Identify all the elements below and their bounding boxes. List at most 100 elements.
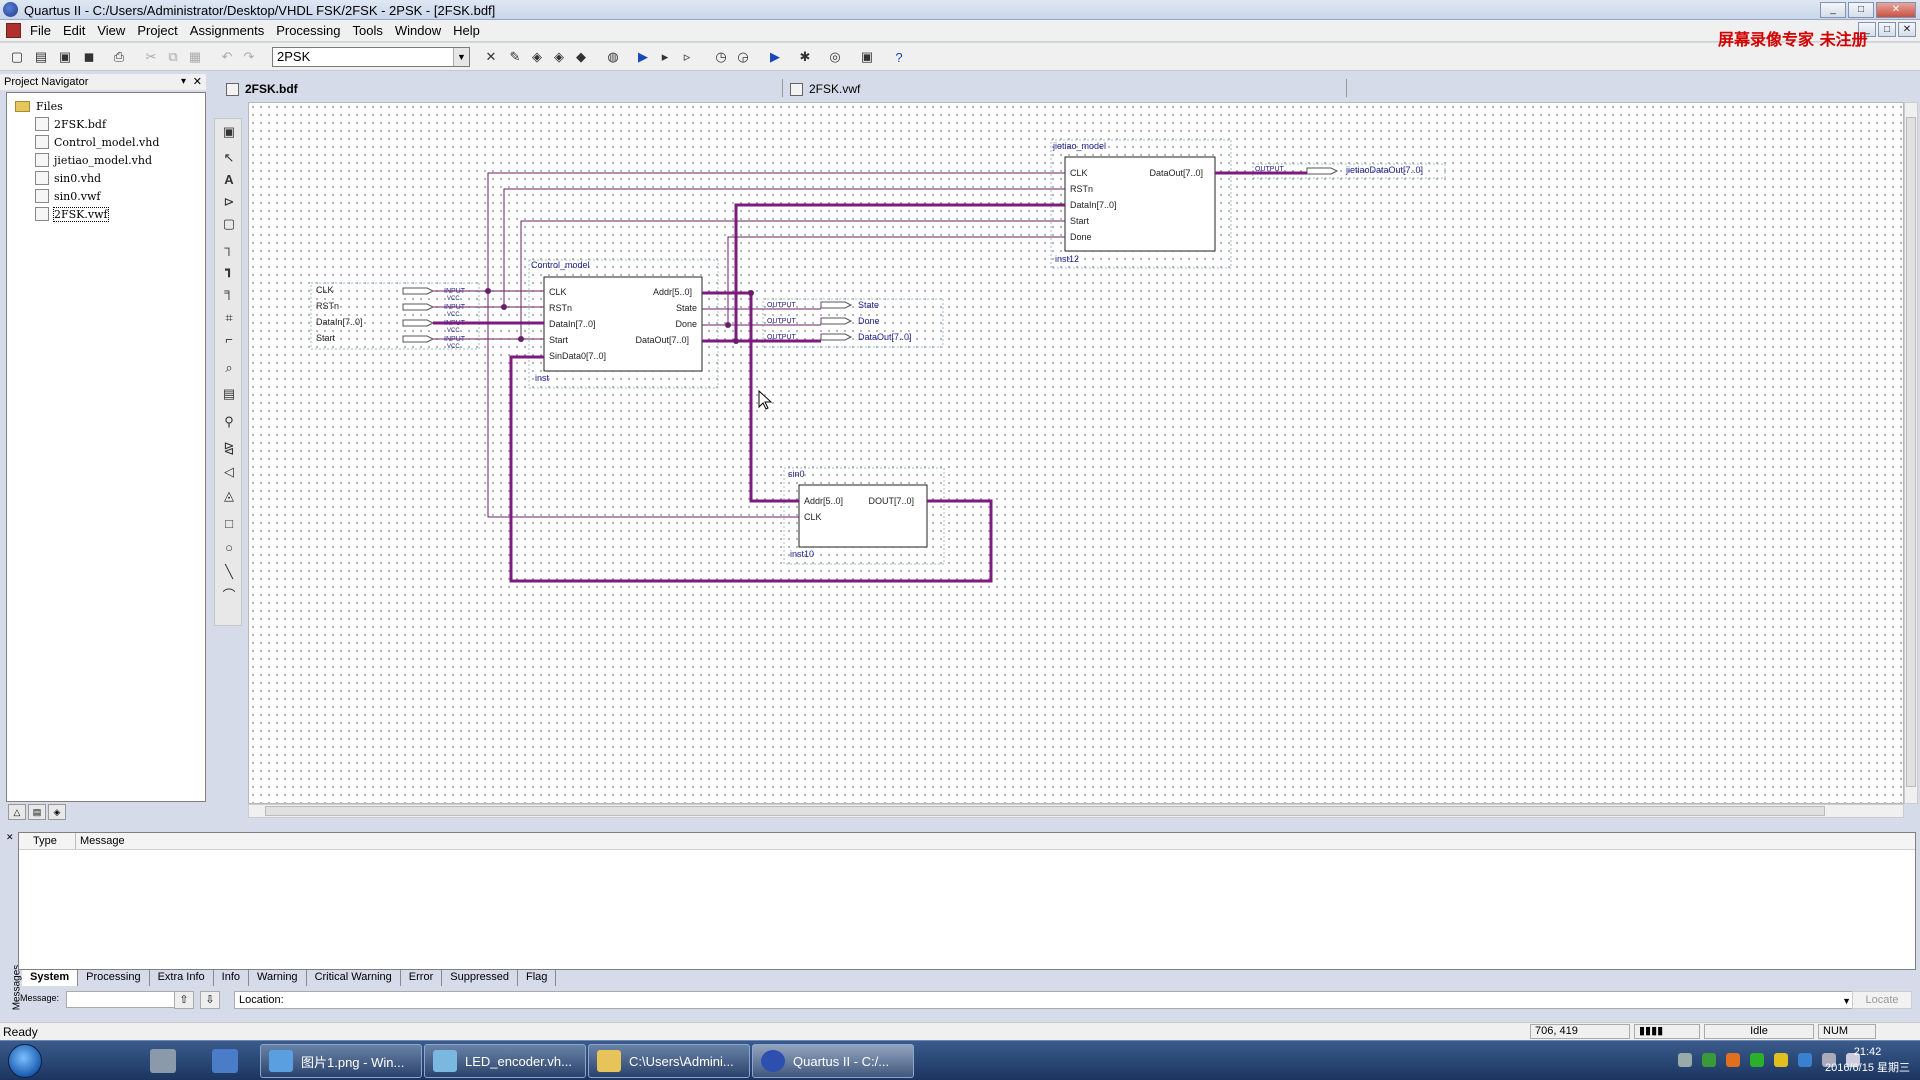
menu-file[interactable]: File xyxy=(30,23,51,38)
print-icon[interactable]: ⎙ xyxy=(113,49,125,64)
column-type[interactable]: Type xyxy=(33,835,57,847)
output-pin-jietiao[interactable]: OUTPUT jietiaoDataOut[7..0] xyxy=(1252,163,1446,179)
update-icon[interactable] xyxy=(1750,1053,1764,1067)
stop-icon[interactable]: ◍ xyxy=(607,49,619,64)
full-screen-icon[interactable]: ▤ xyxy=(222,386,236,401)
scroll-thumb[interactable] xyxy=(265,806,1825,816)
file-item-control-model[interactable]: Control_model.vhd xyxy=(15,133,159,151)
tab-error[interactable]: Error xyxy=(401,970,443,986)
location-field[interactable]: Location: ▼ xyxy=(234,991,1854,1009)
files-folder[interactable]: Files xyxy=(15,97,159,115)
tab-flag[interactable]: Flag xyxy=(518,970,557,986)
file-item-sin0-vhd[interactable]: sin0.vhd xyxy=(15,169,159,187)
start-button[interactable] xyxy=(8,1044,42,1078)
save-icon[interactable]: ▣ xyxy=(58,49,72,64)
scroll-thumb[interactable] xyxy=(1906,117,1916,787)
quartus-app-icon[interactable] xyxy=(3,2,18,17)
symbol-tool-icon[interactable]: ⊳ xyxy=(223,194,235,209)
rectangle-tool-icon[interactable]: □ xyxy=(225,516,233,531)
programmer-icon[interactable]: ◎ xyxy=(829,49,841,64)
tab-system[interactable]: System xyxy=(22,970,79,986)
input-pin-clk[interactable]: CLK INPUT VCC xyxy=(316,285,466,302)
save-all-icon[interactable]: ◼ xyxy=(83,49,95,64)
control-model-block[interactable]: Control_model CLK RSTn DataIn[7..0] Star… xyxy=(528,259,719,389)
tab-info[interactable]: Info xyxy=(214,970,249,986)
close-icon[interactable]: ✕ xyxy=(6,832,14,842)
file-item-sin0-vwf[interactable]: sin0.vwf xyxy=(15,187,159,205)
output-pin-state[interactable]: OUTPUT State xyxy=(767,300,879,310)
find-icon[interactable]: ⚲ xyxy=(224,414,234,429)
project-combo[interactable]: 2PSK ▼ xyxy=(272,47,470,67)
partial-line-icon[interactable]: ⌐ xyxy=(225,332,233,347)
files-tab-icon[interactable]: ▤ xyxy=(28,804,46,820)
clock[interactable]: 21:42 2016/6/15 星期三 xyxy=(1825,1044,1910,1076)
doc-minimize-button[interactable]: _ xyxy=(1858,22,1876,37)
close-button[interactable]: ✕ xyxy=(1876,2,1916,18)
tab-extra-info[interactable]: Extra Info xyxy=(150,970,214,986)
zoom-icon[interactable]: ⌕ xyxy=(225,360,233,375)
detach-window-icon[interactable]: ▣ xyxy=(222,124,236,139)
timing-analyzer-icon[interactable]: ▹ xyxy=(683,49,691,64)
analysis-icon[interactable]: ◈ xyxy=(532,49,542,64)
menu-project[interactable]: Project xyxy=(137,23,178,38)
dropdown-icon[interactable]: ▾ xyxy=(180,76,186,87)
file-item-2fsk-bdf[interactable]: 2FSK.bdf xyxy=(15,115,159,133)
close-icon[interactable]: ✕ xyxy=(192,76,202,88)
keyboard-icon[interactable] xyxy=(1678,1053,1692,1067)
orthogonal-node-icon[interactable]: ┐ xyxy=(224,240,234,255)
compare-icon[interactable]: ✕ xyxy=(485,49,497,64)
simulator-icon[interactable]: ◷ xyxy=(715,49,727,64)
sin0-block[interactable]: sin0 Addr[5..0] CLK DOUT[7..0] inst10 xyxy=(783,467,945,565)
shield-icon[interactable] xyxy=(1702,1053,1716,1067)
volume-icon[interactable] xyxy=(1846,1053,1860,1067)
doc-close-button[interactable]: ✕ xyxy=(1898,22,1916,37)
menu-view[interactable]: View xyxy=(97,23,126,38)
taskbar-item-quartus[interactable]: Quartus II - C:/... xyxy=(752,1044,914,1078)
input-pin-datain[interactable]: DataIn[7..0] INPUT VCC xyxy=(316,317,466,334)
column-message[interactable]: Message xyxy=(75,833,125,849)
window-switch-icon[interactable] xyxy=(212,1049,238,1073)
redo-icon[interactable]: ↷ xyxy=(243,49,255,64)
file-item-jietiao-model[interactable]: jietiao_model.vhd xyxy=(15,151,159,169)
menu-assignments[interactable]: Assignments xyxy=(189,23,265,38)
orthogonal-bus-icon[interactable]: ┓ xyxy=(225,262,233,277)
design-units-tab-icon[interactable]: ◈ xyxy=(48,804,66,820)
bluetooth-icon[interactable] xyxy=(1798,1053,1812,1067)
security-icon[interactable] xyxy=(1726,1053,1740,1067)
start-compilation-icon[interactable]: ▶ xyxy=(638,49,648,64)
help-icon[interactable]: ? xyxy=(895,49,903,65)
file-item-2fsk-vwf[interactable]: 2FSK.vwf xyxy=(15,205,159,223)
tab-processing[interactable]: Processing xyxy=(78,970,150,986)
menu-processing[interactable]: Processing xyxy=(276,23,341,38)
restore-button[interactable]: □ xyxy=(1848,2,1874,18)
menu-window[interactable]: Window xyxy=(394,23,442,38)
block-tool-icon[interactable]: ▢ xyxy=(222,216,236,231)
timing-icon[interactable]: ◶ xyxy=(737,49,749,64)
selection-tool-icon[interactable]: ↖ xyxy=(223,150,235,165)
document-icon[interactable] xyxy=(6,23,21,38)
flip-horizontal-icon[interactable]: ⧎ xyxy=(223,440,235,455)
horizontal-scrollbar[interactable] xyxy=(248,804,1904,818)
tab-warning[interactable]: Warning xyxy=(249,970,307,986)
arrow-up-icon[interactable]: ⇧ xyxy=(174,991,194,1009)
jietiao-model-block[interactable]: jietiao_model CLK RSTn DataIn[7..0] Star… xyxy=(1050,139,1232,269)
doc-restore-button[interactable]: □ xyxy=(1878,22,1896,37)
block-diagram-canvas[interactable]: .thin { stroke: #6a1e6a; stroke-width: 1… xyxy=(248,102,1904,804)
tab-2fsk-vwf[interactable]: 2FSK.vwf xyxy=(790,79,860,99)
chevron-down-icon[interactable]: ▼ xyxy=(453,48,469,66)
rubberbanding-icon[interactable]: ⌗ xyxy=(225,310,233,325)
input-pin-rstn[interactable]: RSTn INPUT VCC xyxy=(316,301,466,318)
new-file-icon[interactable]: ▢ xyxy=(10,49,24,64)
rtl-viewer-icon[interactable]: ▣ xyxy=(860,49,874,64)
hierarchy-tab-icon[interactable]: △ xyxy=(8,804,26,820)
minimize-button[interactable]: _ xyxy=(1820,2,1846,18)
analysis-elab-icon[interactable]: ▸ xyxy=(661,49,669,64)
taskbar-item-explorer[interactable]: C:\Users\Admini... xyxy=(588,1044,750,1078)
open-folder-icon[interactable]: ▤ xyxy=(34,49,48,64)
copy-icon[interactable]: ⧉ xyxy=(168,49,178,64)
arrow-down-icon[interactable]: ⇩ xyxy=(200,991,220,1009)
display-icon[interactable] xyxy=(1822,1053,1836,1067)
chevron-down-icon[interactable]: ▼ xyxy=(1842,996,1851,1006)
simulation-run-icon[interactable]: ▶ xyxy=(770,49,780,64)
menu-edit[interactable]: Edit xyxy=(62,23,86,38)
